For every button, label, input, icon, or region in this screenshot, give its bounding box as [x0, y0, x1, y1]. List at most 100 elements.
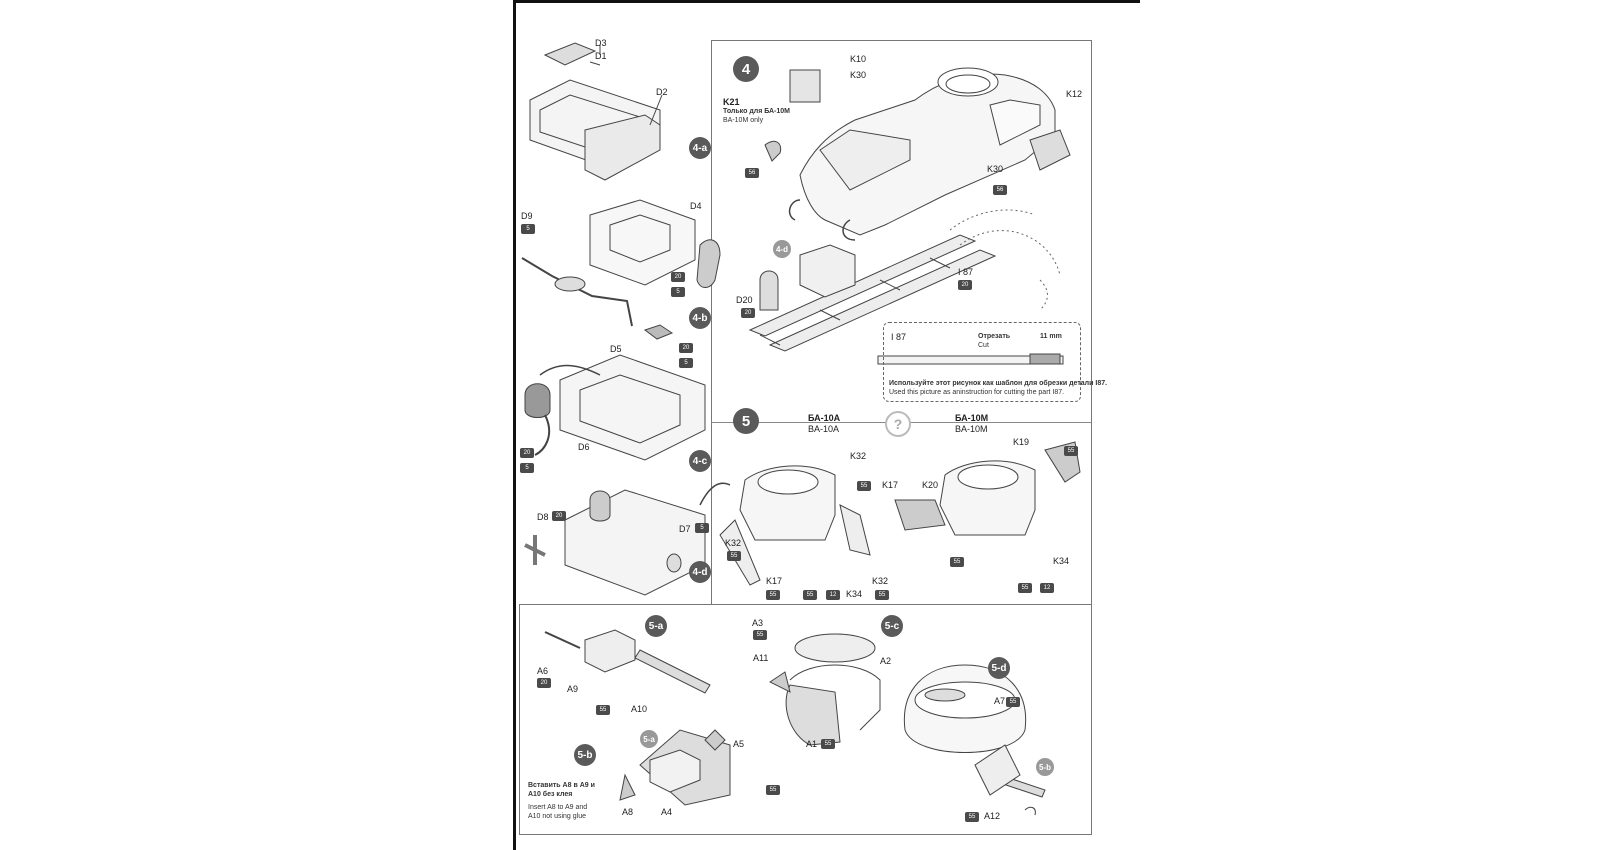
- paint-code-badge: 55: [965, 812, 979, 822]
- part-label-a8: A8: [622, 807, 634, 817]
- step-5d-marker: 5-d: [988, 657, 1010, 679]
- step-5c-marker: 5-c: [881, 615, 903, 637]
- paint-code-badge: 55: [875, 590, 889, 600]
- part-label-d7: D7: [679, 524, 691, 534]
- paint-code-badge: 20: [679, 343, 693, 353]
- part-label-d8: D8: [537, 512, 549, 522]
- paint-code-badge: 20: [520, 448, 534, 458]
- paint-code-badge: 56: [993, 185, 1007, 195]
- insert-note-en: Insert A8 to A9 and A10 not using glue: [528, 804, 588, 820]
- template-note-en: Used this picture as aninstruction for c…: [889, 389, 1065, 396]
- paint-code-badge: 55: [766, 590, 780, 600]
- paint-code-badge: 5: [679, 358, 693, 368]
- paint-code-badge: 55: [803, 590, 817, 600]
- part-label-a6: A6: [537, 666, 549, 676]
- part-label-a4: A4: [661, 807, 673, 817]
- part-label-a3: A3: [752, 618, 764, 628]
- variant-m-ru: БА-10М: [955, 413, 989, 423]
- paint-code-badge: 12: [1040, 583, 1054, 593]
- step-5-marker: 5: [733, 408, 759, 434]
- paint-code-badge: 5: [520, 463, 534, 473]
- bottom-frame: [519, 604, 1092, 835]
- step-4b-marker: 4-b: [689, 307, 711, 329]
- step-5a-marker: 5-a: [645, 615, 667, 637]
- part-label-k12: K12: [1066, 89, 1083, 99]
- part-label-k34: K34: [846, 589, 863, 599]
- paint-code-badge: 20: [741, 308, 755, 318]
- paint-code-badge: 55: [753, 630, 767, 640]
- step-4d-reference: 4-d: [773, 240, 791, 258]
- paint-code-badge: 5: [521, 224, 535, 234]
- paint-code-badge: 56: [745, 168, 759, 178]
- template-part-label: I 87: [891, 332, 907, 342]
- paint-code-badge: 20: [671, 272, 685, 282]
- step-5a-reference: 5-a: [640, 730, 658, 748]
- paint-code-badge: 20: [552, 511, 566, 521]
- step-4-frame: [711, 40, 1092, 605]
- part-label-k17: K17: [766, 576, 783, 586]
- part-label-k32: K32: [850, 451, 867, 461]
- part-label-k21: K21: [723, 97, 740, 107]
- part-label-d20: D20: [736, 295, 753, 305]
- paint-code-badge: 20: [537, 678, 551, 688]
- part-label-a9: A9: [567, 684, 579, 694]
- step-4c-marker: 4-c: [689, 450, 711, 472]
- part-label-a1: A1: [806, 739, 818, 749]
- part-label-k10: K10: [850, 54, 867, 64]
- part-label-k17: K17: [882, 480, 899, 490]
- paint-code-badge: 55: [857, 481, 871, 491]
- cut-label-en: Cut: [978, 342, 989, 349]
- step-5b-marker: 5-b: [574, 744, 596, 766]
- cut-length: 11 mm: [1040, 333, 1062, 340]
- variant-a-en: BA-10A: [808, 424, 840, 434]
- part-label-d5: D5: [610, 344, 622, 354]
- template-note-ru: Используйте этот рисунок как шаблон для …: [889, 380, 1108, 387]
- paint-code-badge: 20: [958, 280, 972, 290]
- variant-a-ru: БА-10А: [808, 413, 841, 423]
- paint-code-badge: 55: [1018, 583, 1032, 593]
- insert-note-ru: Вставить А8 в А9 и А10 без клея: [528, 782, 595, 798]
- part-label-d3: D3: [595, 38, 607, 48]
- part-label-d1: D1: [595, 51, 607, 61]
- step-4a-marker: 4-a: [689, 137, 711, 159]
- paint-code-badge: 5: [695, 523, 709, 533]
- part-label-k20: K20: [922, 480, 939, 490]
- paint-code-badge: 55: [950, 557, 964, 567]
- part-label-k32: K32: [725, 538, 742, 548]
- part-label-k30: K30: [850, 70, 867, 80]
- paint-code-badge: 55: [727, 551, 741, 561]
- part-label-d2: D2: [656, 87, 668, 97]
- part-label-a10: A10: [631, 704, 648, 714]
- part-label-i87: I 87: [958, 267, 974, 277]
- part-label-k30: K30: [987, 164, 1004, 174]
- scan-edge: [513, 0, 516, 850]
- help-icon: ?: [885, 411, 911, 437]
- part-label-d4: D4: [690, 201, 702, 211]
- variant-m-en: BA-10M: [955, 424, 988, 434]
- part-label-a2: A2: [880, 656, 892, 666]
- i87-cutting-template: [883, 322, 1081, 402]
- step-4d-marker: 4-d: [689, 561, 711, 583]
- paint-code-badge: 55: [1064, 446, 1078, 456]
- part-label-d9: D9: [521, 211, 533, 221]
- part-label-d6: D6: [578, 442, 590, 452]
- part-label-k32: K32: [872, 576, 889, 586]
- paint-code-badge: 55: [596, 705, 610, 715]
- k21-note-ru: Только для БА-10М: [723, 108, 791, 115]
- step-4-marker: 4: [733, 56, 759, 82]
- cut-label-ru: Отрезать: [978, 333, 1011, 340]
- paint-code-badge: 55: [821, 739, 835, 749]
- paint-code-badge: 55: [766, 785, 780, 795]
- part-label-a5: A5: [733, 739, 745, 749]
- part-label-a11: A11: [753, 653, 769, 663]
- part-label-a12: A12: [984, 811, 1001, 821]
- paint-code-badge: 55: [1006, 697, 1020, 707]
- paint-code-badge: 12: [826, 590, 840, 600]
- part-label-a7: A7: [994, 696, 1006, 706]
- paint-code-badge: 5: [671, 287, 685, 297]
- scan-top-edge: [513, 0, 1140, 3]
- part-label-k34: K34: [1053, 556, 1070, 566]
- step-5b-reference: 5-b: [1036, 758, 1054, 776]
- part-label-k19: K19: [1013, 437, 1030, 447]
